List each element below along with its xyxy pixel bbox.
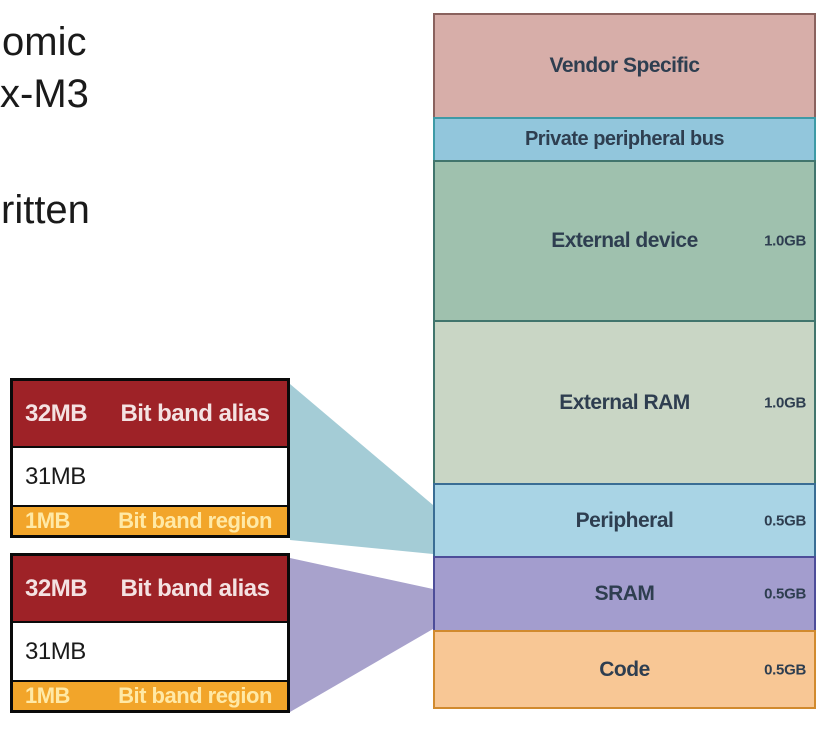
- region-size: 0.5GB: [764, 661, 806, 678]
- region-label: Vendor Specific: [549, 54, 700, 77]
- memory-map: Vendor Specific Private peripheral bus E…: [433, 0, 816, 730]
- memory-region-external-ram: External RAM 1.0GB: [433, 320, 816, 485]
- bitband-alias-row: 32MB Bit band alias: [13, 381, 287, 448]
- slide-text-fragment-2: x-M3: [0, 72, 89, 116]
- bitband-region-label: Bit band region: [118, 508, 272, 533]
- bitband-region-size: 1MB: [25, 683, 70, 708]
- bitband-alias-row: 32MB Bit band alias: [13, 556, 287, 623]
- memory-region-private-peripheral-bus: Private peripheral bus: [433, 117, 816, 162]
- memory-region-code: Code 0.5GB: [433, 630, 816, 709]
- bitband-box-peripheral: 32MB Bit band alias 31MB 1MB Bit band re…: [10, 378, 290, 538]
- peripheral-callout-wedge: [290, 384, 433, 554]
- sram-callout-wedge: [290, 558, 433, 712]
- region-size: 1.0GB: [764, 232, 806, 250]
- bitband-middle-size: 31MB: [25, 462, 86, 490]
- bitband-alias-label: Bit band alias: [120, 399, 270, 427]
- bitband-region-row: 1MB Bit band region: [13, 505, 287, 535]
- region-label: External RAM: [559, 390, 690, 414]
- bitband-region-size: 1MB: [25, 508, 70, 533]
- memory-region-external-device: External device 1.0GB: [433, 160, 816, 322]
- bitband-alias-label: Bit band alias: [120, 574, 270, 602]
- region-label: Peripheral: [575, 508, 674, 532]
- bitband-box-sram: 32MB Bit band alias 31MB 1MB Bit band re…: [10, 553, 290, 713]
- bitband-alias-size: 32MB: [25, 399, 88, 427]
- region-label: Code: [599, 657, 650, 681]
- memory-region-peripheral: Peripheral 0.5GB: [433, 483, 816, 558]
- memory-region-sram: SRAM 0.5GB: [433, 556, 816, 632]
- region-size: 0.5GB: [764, 512, 806, 529]
- bitband-region-label: Bit band region: [118, 683, 272, 708]
- region-label: SRAM: [594, 582, 655, 605]
- bitband-region-row: 1MB Bit band region: [13, 680, 287, 710]
- bitband-middle-size: 31MB: [25, 637, 86, 665]
- region-size: 1.0GB: [764, 394, 806, 411]
- bitband-middle-row: 31MB: [13, 623, 287, 680]
- region-size: 0.5GB: [764, 585, 806, 603]
- region-label: External device: [551, 229, 698, 252]
- slide-text-fragment-1: omic: [2, 20, 87, 64]
- region-label: Private peripheral bus: [524, 128, 725, 150]
- memory-region-vendor-specific: Vendor Specific: [433, 13, 816, 119]
- bitband-alias-size: 32MB: [25, 574, 88, 602]
- bitband-middle-row: 31MB: [13, 448, 287, 505]
- slide-text-fragment-3: ritten: [1, 188, 90, 232]
